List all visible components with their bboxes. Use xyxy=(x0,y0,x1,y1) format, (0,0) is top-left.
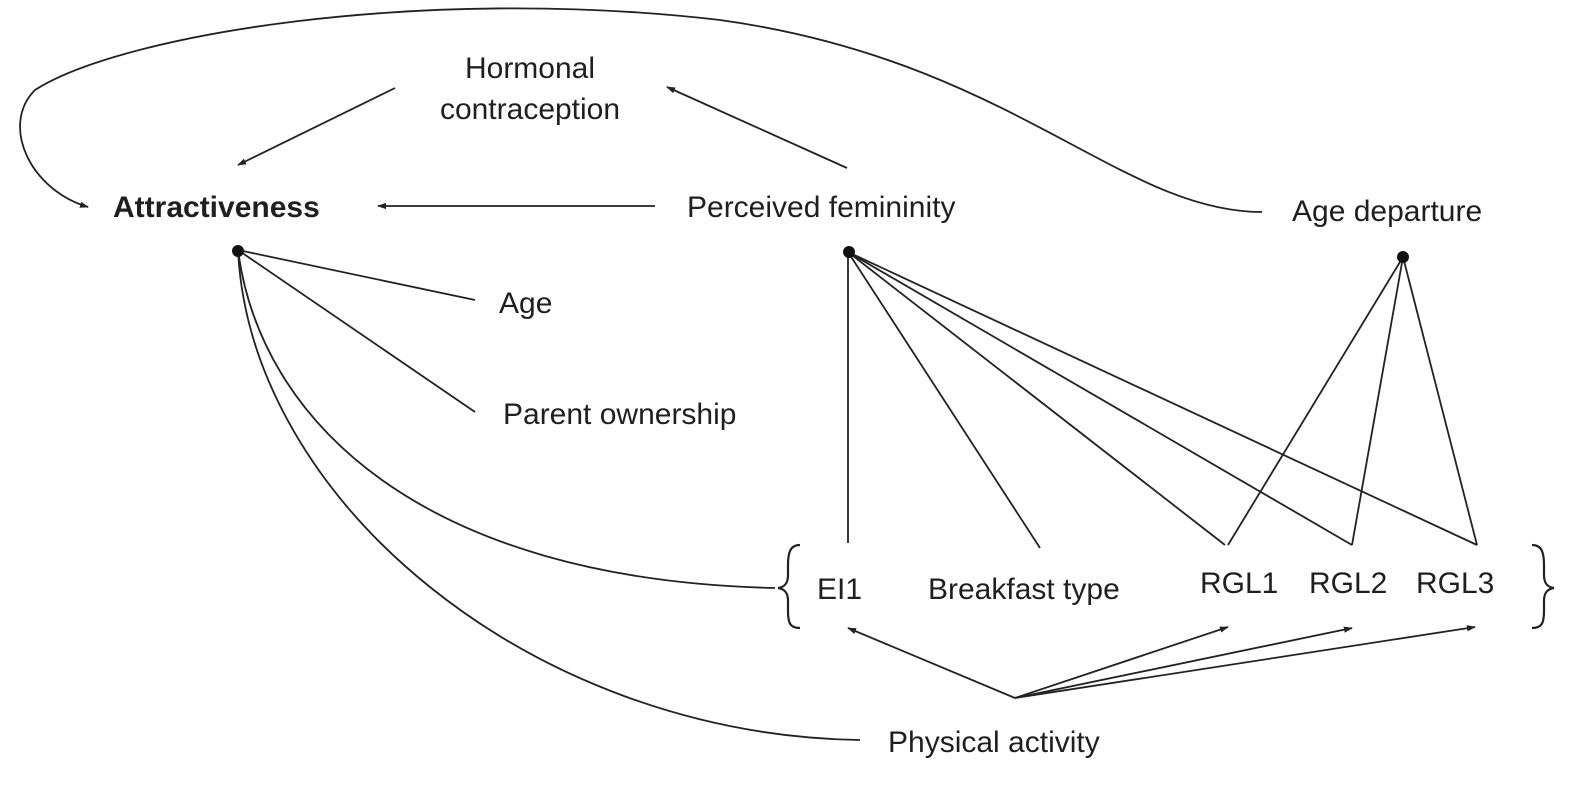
edge-rgl2-femininity xyxy=(847,251,1353,546)
node-rgl2: RGL2 xyxy=(1309,567,1387,600)
edge-physicalactivity-attractiveness xyxy=(237,249,861,741)
edge-femininity-hormonal xyxy=(666,86,848,169)
node-perceived-femininity: Perceived femininity xyxy=(687,191,955,224)
node-parent-ownership: Parent ownership xyxy=(503,398,736,431)
edge-rgl1-agedeparture xyxy=(1227,256,1404,546)
edge-physicalactivity-rgl3 xyxy=(1014,625,1476,699)
edge-parentownership-attractiveness xyxy=(237,249,476,413)
junction-agedeparture xyxy=(1397,251,1409,263)
node-hormonal-line1: Hormonal xyxy=(465,52,595,85)
edge-rgl1-femininity xyxy=(847,251,1226,546)
node-rgl1: RGL1 xyxy=(1200,567,1278,600)
node-physical-activity: Physical activity xyxy=(888,726,1100,759)
node-ei1: EI1 xyxy=(817,573,862,606)
edge-agedeparture-attractiveness xyxy=(19,7,1263,213)
edge-rgl3-agedeparture xyxy=(1402,256,1478,546)
right-brace xyxy=(1531,543,1555,630)
edge-age-attractiveness xyxy=(237,249,476,301)
node-attractiveness: Attractiveness xyxy=(113,191,320,224)
edge-exposures-attractiveness xyxy=(237,249,776,589)
left-brace xyxy=(777,543,801,630)
node-breakfast-type: Breakfast type xyxy=(928,573,1120,606)
edge-physicalactivity-rgl1 xyxy=(1014,626,1229,699)
edge-hormonal-attractiveness xyxy=(237,87,396,166)
junction-femininity xyxy=(843,246,855,258)
junction-attractiveness xyxy=(232,245,244,257)
node-age-departure: Age departure xyxy=(1292,195,1482,228)
edge-rgl2-agedeparture xyxy=(1351,256,1404,546)
edge-breakfast-femininity xyxy=(847,251,1041,549)
edge-physicalactivity-ei1 xyxy=(847,627,1016,699)
node-hormonal-line2: contraception xyxy=(440,93,620,126)
edge-physicalactivity-rgl2 xyxy=(1014,626,1353,699)
node-rgl3: RGL3 xyxy=(1416,567,1494,600)
edge-rgl3-femininity xyxy=(847,251,1478,546)
node-age: Age xyxy=(499,287,552,320)
